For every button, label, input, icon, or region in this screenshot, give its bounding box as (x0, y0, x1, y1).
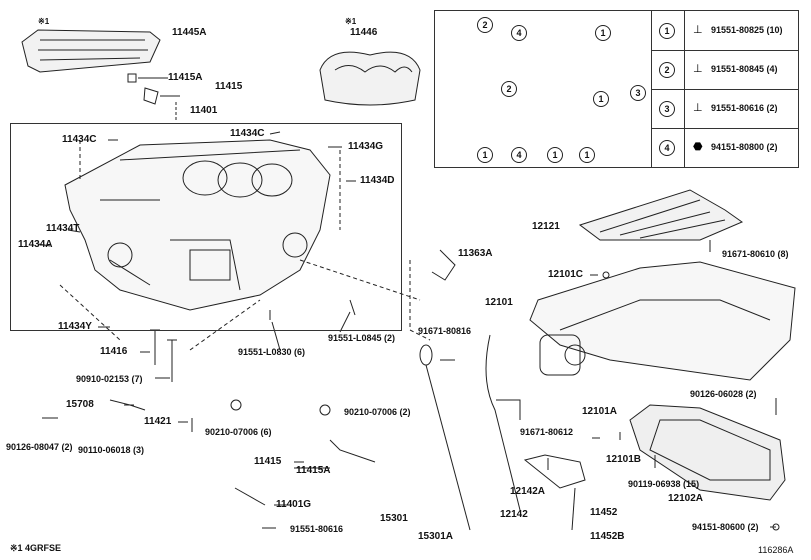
projection-lines (59, 140, 421, 351)
sensor-11415a-drawing (127, 73, 159, 105)
bolt-icon: ⊥ (693, 63, 703, 75)
part-label-11421[interactable]: 11421 (144, 416, 172, 427)
callout-1: 1 (547, 147, 563, 163)
nut-icon: ⬣ (693, 141, 703, 153)
part-label-11415[interactable]: 11415 (254, 456, 282, 467)
strainer-drawing (523, 454, 586, 531)
callout-1: 1 (477, 147, 493, 163)
part-label-11452b[interactable]: 11452B (590, 531, 625, 542)
bolt-icon: ⊥ (693, 24, 703, 36)
part-label-11434d[interactable]: 11434D (360, 175, 395, 186)
part-label-11363a[interactable]: 11363A (458, 248, 493, 259)
variant-marker: ※1 (345, 17, 357, 26)
legend-part-number[interactable]: 91551-80825 (10) (711, 25, 783, 35)
part-label-11401[interactable]: 11401 (190, 105, 218, 116)
part-label-12101c[interactable]: 12101C (548, 269, 584, 280)
part-label-11416[interactable]: 11416 (100, 346, 128, 357)
part-label-11434c[interactable]: 11434C (230, 128, 265, 139)
oil-pan-12102a-drawing (629, 404, 786, 501)
legend-part-number[interactable]: 94151-80800 (2) (711, 142, 778, 152)
part-label-11445a[interactable]: 11445A (172, 27, 207, 38)
diagram-id: 116286A (758, 545, 794, 555)
callout-4: 4 (511, 147, 527, 163)
legend-part-number[interactable]: 91551-80616 (2) (711, 103, 778, 113)
part-label-11452[interactable]: 11452 (590, 507, 618, 518)
legend-marker: 3 (659, 101, 675, 117)
part-label-91551-80616[interactable]: 91551-80616 (290, 524, 344, 534)
legend-row: 1 ⊥ 91551-80825 (10) (435, 11, 798, 50)
cover-11445a-drawing (21, 29, 161, 73)
callout-4: 4 (511, 25, 527, 41)
part-label-12101a[interactable]: 12101A (582, 406, 618, 417)
engine-block-drawing (64, 139, 331, 311)
cover-11446-drawing (319, 51, 421, 106)
footnote: ※1 4GRFSE (10, 543, 62, 553)
legend-row-divider (651, 89, 798, 90)
part-label-11446[interactable]: 11446 (350, 27, 378, 38)
fastener-legend: 1 ⊥ 91551-80825 (10) 2 ⊥ 91551-80845 (4)… (434, 10, 799, 168)
legend-marker: 4 (659, 140, 675, 156)
part-label-90126-08047[interactable]: 90126-08047 (2) (6, 442, 73, 452)
legend-row-divider (651, 50, 798, 51)
part-label-11434y[interactable]: 11434Y (58, 321, 92, 332)
part-label-91671-80816[interactable]: 91671-80816 (418, 326, 472, 336)
part-label-12101b[interactable]: 12101B (606, 454, 642, 465)
baffle-12121-drawing (578, 189, 744, 241)
part-label-90126-06028[interactable]: 90126-06028 (2) (690, 389, 757, 399)
part-label-91671-80612[interactable]: 91671-80612 (520, 427, 574, 437)
bolt-icon: ⊥ (693, 102, 703, 114)
callout-3: 3 (630, 85, 646, 101)
part-label-90119-06938[interactable]: 90119-06938 (15) (628, 479, 700, 489)
part-label-11434g[interactable]: 11434G (348, 141, 384, 152)
callout-2: 2 (501, 81, 517, 97)
part-label-12121[interactable]: 12121 (532, 221, 560, 232)
part-label-15708[interactable]: 15708 (66, 399, 94, 410)
part-label-11415[interactable]: 11415 (215, 81, 243, 92)
legend-part-number[interactable]: 91551-80845 (4) (711, 64, 778, 74)
part-label-15301a[interactable]: 15301A (418, 531, 454, 542)
part-label-91671-80610[interactable]: 91671-80610 (8) (722, 249, 789, 259)
callout-2: 2 (477, 17, 493, 33)
part-label-90210-07006[interactable]: 90210-07006 (6) (205, 427, 272, 437)
legend-row: 2 ⊥ 91551-80845 (4) (435, 50, 798, 89)
part-label-11415a[interactable]: 11415A (168, 72, 203, 83)
part-label-90110-06018[interactable]: 90110-06018 (3) (78, 445, 145, 455)
legend-row: 4 ⬣ 94151-80800 (2) (435, 128, 798, 167)
part-label-90210-07006[interactable]: 90210-07006 (2) (344, 407, 411, 417)
dipstick-drawing (419, 334, 521, 531)
legend-row-divider (651, 128, 798, 129)
part-label-91551-l0830[interactable]: 91551-L0830 (6) (238, 347, 306, 357)
part-label-12142a[interactable]: 12142A (510, 486, 546, 497)
legend-row: 3 ⊥ 91551-80616 (2) (435, 89, 798, 128)
part-label-11434a[interactable]: 11434A (18, 239, 53, 250)
part-label-11401g[interactable]: 11401G (276, 499, 312, 510)
part-label-94151-80600[interactable]: 94151-80600 (2) (692, 522, 759, 532)
callout-1: 1 (593, 91, 609, 107)
part-label-12142[interactable]: 12142 (500, 509, 528, 520)
callout-1: 1 (595, 25, 611, 41)
legend-marker: 1 (659, 23, 675, 39)
part-label-12101[interactable]: 12101 (485, 297, 513, 308)
oil-pan-12101-drawing (529, 261, 796, 381)
variant-marker: ※1 (38, 17, 50, 26)
part-label-90910-02153[interactable]: 90910-02153 (7) (76, 374, 143, 384)
part-label-15301[interactable]: 15301 (380, 513, 408, 524)
part-label-11434c[interactable]: 11434C (62, 134, 97, 145)
legend-marker: 2 (659, 62, 675, 78)
part-label-91551-l0845[interactable]: 91551-L0845 (2) (328, 333, 396, 343)
engine-block-frame (10, 123, 402, 331)
part-label-11415a[interactable]: 11415A (296, 465, 331, 476)
callout-1: 1 (579, 147, 595, 163)
part-label-12102a[interactable]: 12102A (668, 493, 704, 504)
part-label-11434t[interactable]: 11434T (46, 223, 80, 234)
